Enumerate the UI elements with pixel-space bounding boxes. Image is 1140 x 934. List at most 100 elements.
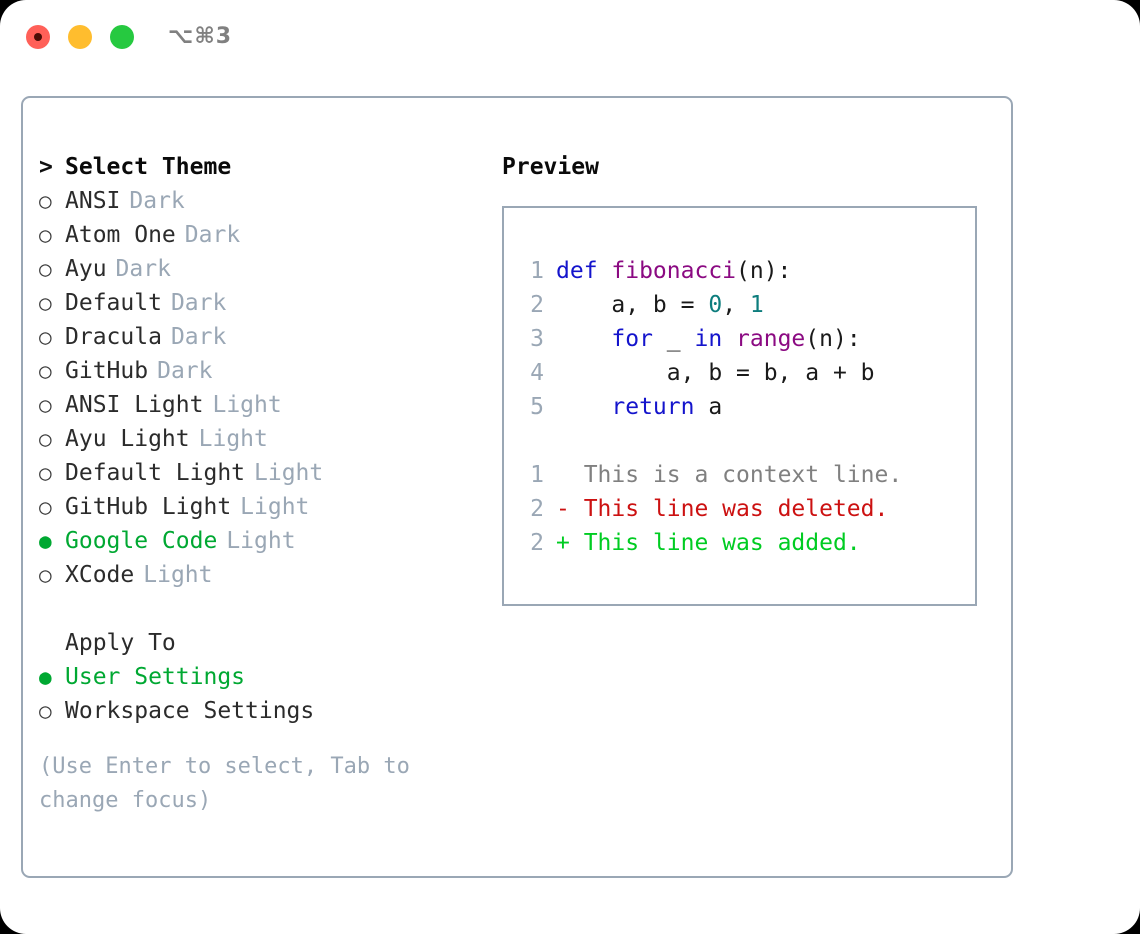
radio-selected-icon[interactable]: ● [39, 529, 52, 553]
code-token: , [722, 292, 750, 318]
code-line: 4 a, b = b, a + b [518, 356, 975, 390]
code-token: (n): [805, 326, 861, 352]
code-token: 0 [708, 292, 723, 318]
code-token: def [556, 258, 612, 284]
diff-sign: - [556, 496, 584, 522]
theme-list-item[interactable]: ○ ANSI Light Light [39, 388, 479, 422]
diff-sign [556, 462, 584, 488]
diff-text: This line was added. [583, 530, 861, 556]
close-button-icon[interactable] [26, 25, 50, 49]
diff-text: This is a context line. [583, 462, 903, 488]
diff-text: This line was deleted. [583, 496, 889, 522]
line-number: 1 [530, 462, 544, 488]
apply-to-list: ●User Settings ○ Workspace Settings [39, 660, 479, 728]
theme-item-variant: Light [212, 392, 282, 418]
theme-item-label: Dracula [65, 324, 162, 350]
code-line: 2 a, b = 0, 1 [518, 288, 975, 322]
diff-sign: + [556, 530, 584, 556]
window-controls [26, 25, 134, 49]
radio-unselected-icon[interactable]: ○ [39, 325, 52, 349]
theme-item-label: Default Light [65, 460, 246, 486]
code-token: a, b = b, a + b [556, 360, 875, 386]
theme-list-item[interactable]: ○ ANSI Dark [39, 184, 479, 218]
theme-item-label: GitHub [65, 358, 149, 384]
apply-to-item-label: Workspace Settings [65, 698, 315, 724]
radio-unselected-icon[interactable]: ○ [39, 189, 52, 213]
preview-title: Preview [502, 154, 599, 180]
code-token: return [611, 394, 695, 420]
line-number: 3 [530, 326, 544, 352]
line-number: 2 [530, 530, 544, 556]
theme-item-variant: Dark [184, 222, 241, 248]
theme-item-label: ANSI [65, 188, 121, 214]
theme-item-variant: Light [226, 528, 296, 554]
code-diff-separator [518, 424, 975, 458]
theme-item-label: GitHub Light [65, 494, 232, 520]
theme-picker-heading: > Select Theme [39, 150, 479, 184]
radio-unselected-icon[interactable]: ○ [39, 291, 52, 315]
diff-sample: 1 This is a context line. 2- This line wa… [518, 458, 975, 560]
code-token: fibonacci [611, 258, 737, 284]
radio-unselected-icon[interactable]: ○ [39, 427, 52, 451]
theme-list-item[interactable]: ● Google Code Light [39, 524, 479, 558]
theme-item-label: Google Code [65, 528, 218, 554]
radio-unselected-icon[interactable]: ○ [39, 359, 52, 383]
code-token [556, 394, 611, 420]
line-number: 2 [530, 292, 544, 318]
theme-item-label: Default [65, 290, 162, 316]
theme-item-variant: Light [198, 426, 268, 452]
radio-unselected-icon[interactable]: ○ [39, 257, 52, 281]
code-token: a [694, 394, 723, 420]
theme-item-variant: Light [240, 494, 310, 520]
theme-item-variant: Dark [129, 188, 185, 214]
theme-list-item[interactable]: ○ Ayu Light Light [39, 422, 479, 456]
theme-item-variant: Dark [157, 358, 213, 384]
diff-line: 1 This is a context line. [518, 458, 975, 492]
radio-unselected-icon[interactable]: ○ [39, 393, 52, 417]
maximize-button-icon[interactable] [110, 25, 134, 49]
theme-item-label: XCode [65, 562, 135, 588]
line-number: 5 [530, 394, 544, 420]
radio-unselected-icon[interactable]: ○ [39, 223, 52, 247]
apply-to-item[interactable]: ○ Workspace Settings [39, 694, 479, 728]
apply-to-heading-label: Apply To [65, 630, 176, 656]
radio-unselected-icon[interactable]: ○ [39, 495, 52, 519]
code-line: 3 for _ in range(n): [518, 322, 975, 356]
minimize-button-icon[interactable] [68, 25, 92, 49]
theme-list-item[interactable]: ○ Dracula Dark [39, 320, 479, 354]
code-token: a, b = [556, 292, 709, 318]
code-token: _ [652, 326, 695, 352]
radio-selected-icon[interactable]: ● [39, 665, 52, 689]
code-token: range [736, 326, 806, 352]
radio-unselected-icon[interactable]: ○ [39, 461, 52, 485]
line-number: 1 [530, 258, 544, 284]
keyboard-shortcut-label: ⌥⌘3 [168, 24, 233, 49]
code-token: 1 [749, 292, 764, 318]
radio-unselected-icon[interactable]: ○ [39, 699, 52, 723]
keyboard-hint-text: (Use Enter to select, Tab to change focu… [39, 754, 410, 813]
code-token: for [611, 326, 653, 352]
theme-item-label: ANSI Light [65, 392, 204, 418]
code-token [556, 326, 611, 352]
radio-unselected-icon[interactable]: ○ [39, 563, 52, 587]
apply-to-item[interactable]: ●User Settings [39, 660, 479, 694]
theme-item-label: Ayu [65, 256, 107, 282]
theme-item-label: Ayu Light [65, 426, 190, 452]
theme-list-item[interactable]: ○ GitHub Light Light [39, 490, 479, 524]
theme-list-item[interactable]: ○ GitHub Dark [39, 354, 479, 388]
theme-item-variant: Dark [170, 324, 227, 350]
diff-line: 2 + This line was added. [518, 526, 975, 560]
line-number: 2 [530, 496, 544, 522]
